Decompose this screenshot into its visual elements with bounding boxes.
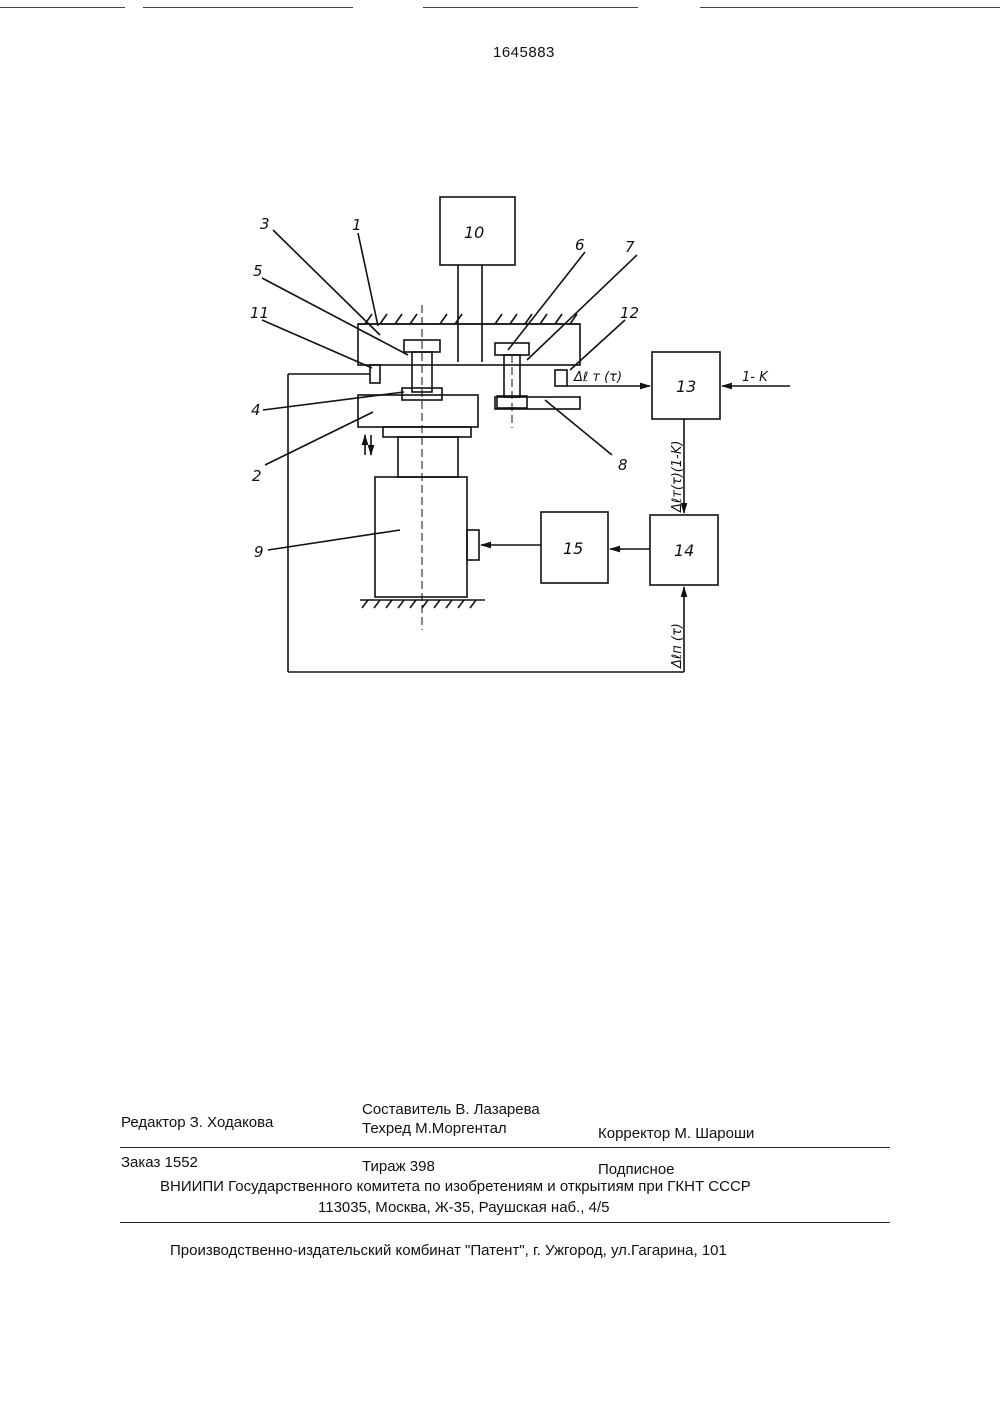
techred: Техред М.Моргентал [362, 1120, 507, 1137]
imprint-rule-2 [120, 1222, 890, 1223]
compiler: Составитель В. Лазарева [362, 1101, 540, 1118]
address: 113035, Москва, Ж-35, Раушская наб., 4/5 [318, 1199, 610, 1216]
corrector: Корректор М. Шароши [598, 1125, 754, 1142]
publisher: Производственно-издательский комбинат "П… [170, 1242, 727, 1259]
subscription: Подписное [598, 1161, 675, 1178]
circulation: Тираж 398 [362, 1158, 435, 1175]
editor: Редактор З. Ходакова [121, 1114, 273, 1131]
imprint-rule-1 [120, 1147, 890, 1148]
vniipi: ВНИИПИ Государственного комитета по изоб… [160, 1178, 751, 1195]
order-number: Заказ 1552 [121, 1154, 198, 1171]
